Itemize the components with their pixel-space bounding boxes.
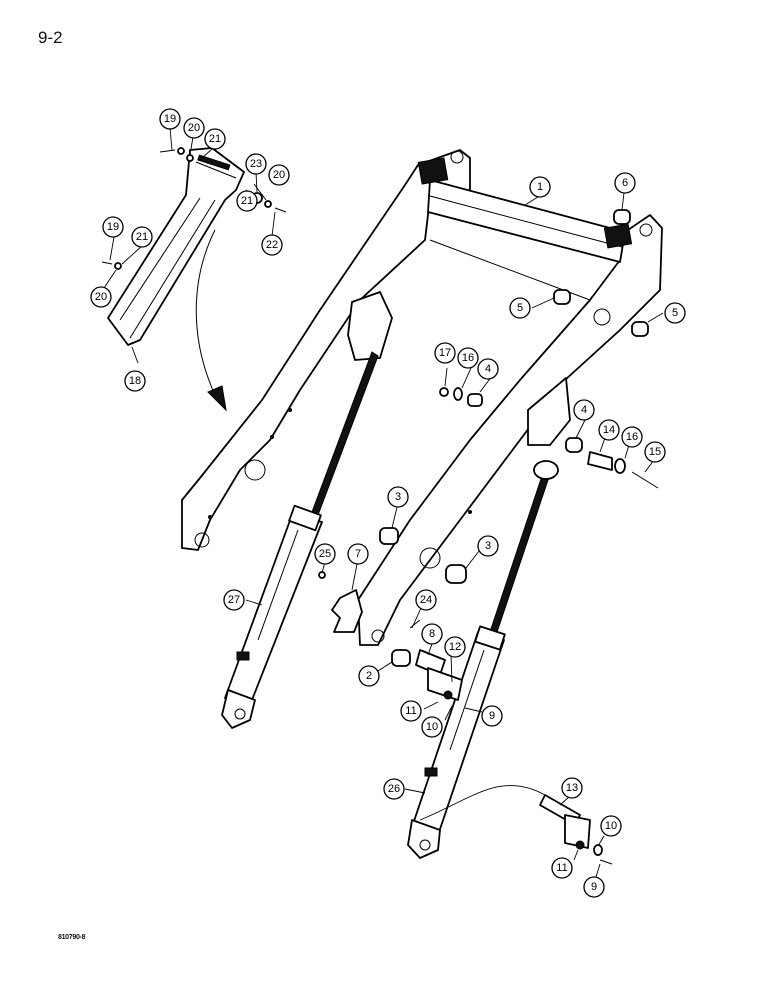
svg-text:1: 1 (537, 181, 543, 193)
svg-text:26: 26 (388, 783, 400, 795)
page-number: 9-2 (38, 28, 63, 47)
callout-25: 25 (314, 543, 336, 565)
callout-21b: 21 (236, 190, 258, 212)
svg-text:11: 11 (556, 862, 567, 874)
callout-11b: 11 (551, 857, 573, 879)
callout-3a: 3 (387, 486, 409, 508)
svg-text:13: 13 (566, 782, 578, 794)
svg-text:10: 10 (426, 721, 438, 733)
callouts: 1 2 3 3 4 4 5 5 6 7 8 9 9 10 10 11 11 12… (90, 108, 686, 898)
callout-21a: 21 (204, 128, 226, 150)
callout-20c: 20 (90, 286, 112, 308)
callout-9b: 9 (583, 876, 605, 898)
svg-text:16: 16 (462, 352, 474, 364)
svg-text:22: 22 (266, 239, 278, 251)
callout-15: 15 (644, 441, 666, 463)
callout-7: 7 (347, 543, 369, 565)
svg-text:21: 21 (136, 231, 148, 243)
callout-21c: 21 (131, 226, 153, 248)
svg-text:15: 15 (649, 446, 661, 458)
svg-text:11: 11 (405, 705, 416, 717)
callout-17: 17 (434, 342, 456, 364)
svg-text:9: 9 (489, 710, 495, 722)
callout-20b: 20 (268, 164, 290, 186)
hardware (101, 147, 659, 865)
callout-23: 23 (245, 153, 267, 175)
callout-16b: 16 (621, 426, 643, 448)
callout-5a: 5 (509, 297, 531, 319)
callout-8: 8 (421, 623, 443, 645)
loader-frame (181, 149, 663, 646)
svg-text:3: 3 (485, 540, 491, 552)
svg-text:23: 23 (250, 158, 262, 170)
callout-19a: 19 (159, 108, 181, 130)
svg-text:20: 20 (273, 169, 285, 181)
callout-18: 18 (124, 370, 146, 392)
callout-11a: 11 (400, 700, 422, 722)
svg-text:12: 12 (449, 641, 461, 653)
callout-12: 12 (444, 636, 466, 658)
svg-text:2: 2 (366, 670, 372, 682)
callout-6: 6 (614, 172, 636, 194)
svg-text:14: 14 (603, 424, 615, 436)
svg-text:10: 10 (605, 820, 617, 832)
hydraulic-cylinder-left (221, 351, 379, 729)
callout-3b: 3 (477, 535, 499, 557)
callout-14: 14 (598, 419, 620, 441)
svg-text:20: 20 (95, 291, 107, 303)
svg-text:19: 19 (164, 113, 176, 125)
svg-text:17: 17 (439, 347, 451, 359)
callout-1: 1 (529, 176, 551, 198)
svg-text:21: 21 (241, 195, 253, 207)
svg-text:19: 19 (107, 221, 119, 233)
callout-4a: 4 (477, 358, 499, 380)
svg-text:4: 4 (485, 363, 491, 375)
callout-19b: 19 (102, 216, 124, 238)
callout-10b: 10 (600, 815, 622, 837)
callout-9a: 9 (481, 705, 503, 727)
callout-10a: 10 (421, 716, 443, 738)
bucket-level-guide (107, 147, 245, 412)
svg-text:5: 5 (672, 307, 678, 319)
svg-text:9: 9 (591, 881, 597, 893)
drawing-id: 810790-8 (58, 934, 86, 941)
svg-text:5: 5 (517, 302, 523, 314)
callout-13: 13 (561, 777, 583, 799)
callout-2: 2 (358, 665, 380, 687)
callout-16a: 16 (457, 347, 479, 369)
hydraulic-cylinder-right (407, 460, 559, 859)
svg-text:18: 18 (129, 375, 141, 387)
callout-26: 26 (383, 778, 405, 800)
svg-text:7: 7 (355, 548, 361, 560)
callout-20a: 20 (183, 117, 205, 139)
svg-text:4: 4 (581, 404, 587, 416)
svg-text:27: 27 (228, 594, 240, 606)
svg-text:16: 16 (626, 431, 638, 443)
callout-24: 24 (415, 589, 437, 611)
svg-text:20: 20 (188, 122, 200, 134)
svg-text:8: 8 (429, 628, 435, 640)
svg-text:24: 24 (420, 594, 432, 606)
svg-text:25: 25 (319, 548, 331, 560)
svg-text:21: 21 (209, 133, 221, 145)
callout-27: 27 (223, 589, 245, 611)
callout-4b: 4 (573, 399, 595, 421)
callout-5b: 5 (664, 302, 686, 324)
callout-22: 22 (261, 234, 283, 256)
svg-text:6: 6 (622, 177, 628, 189)
svg-text:3: 3 (395, 491, 401, 503)
